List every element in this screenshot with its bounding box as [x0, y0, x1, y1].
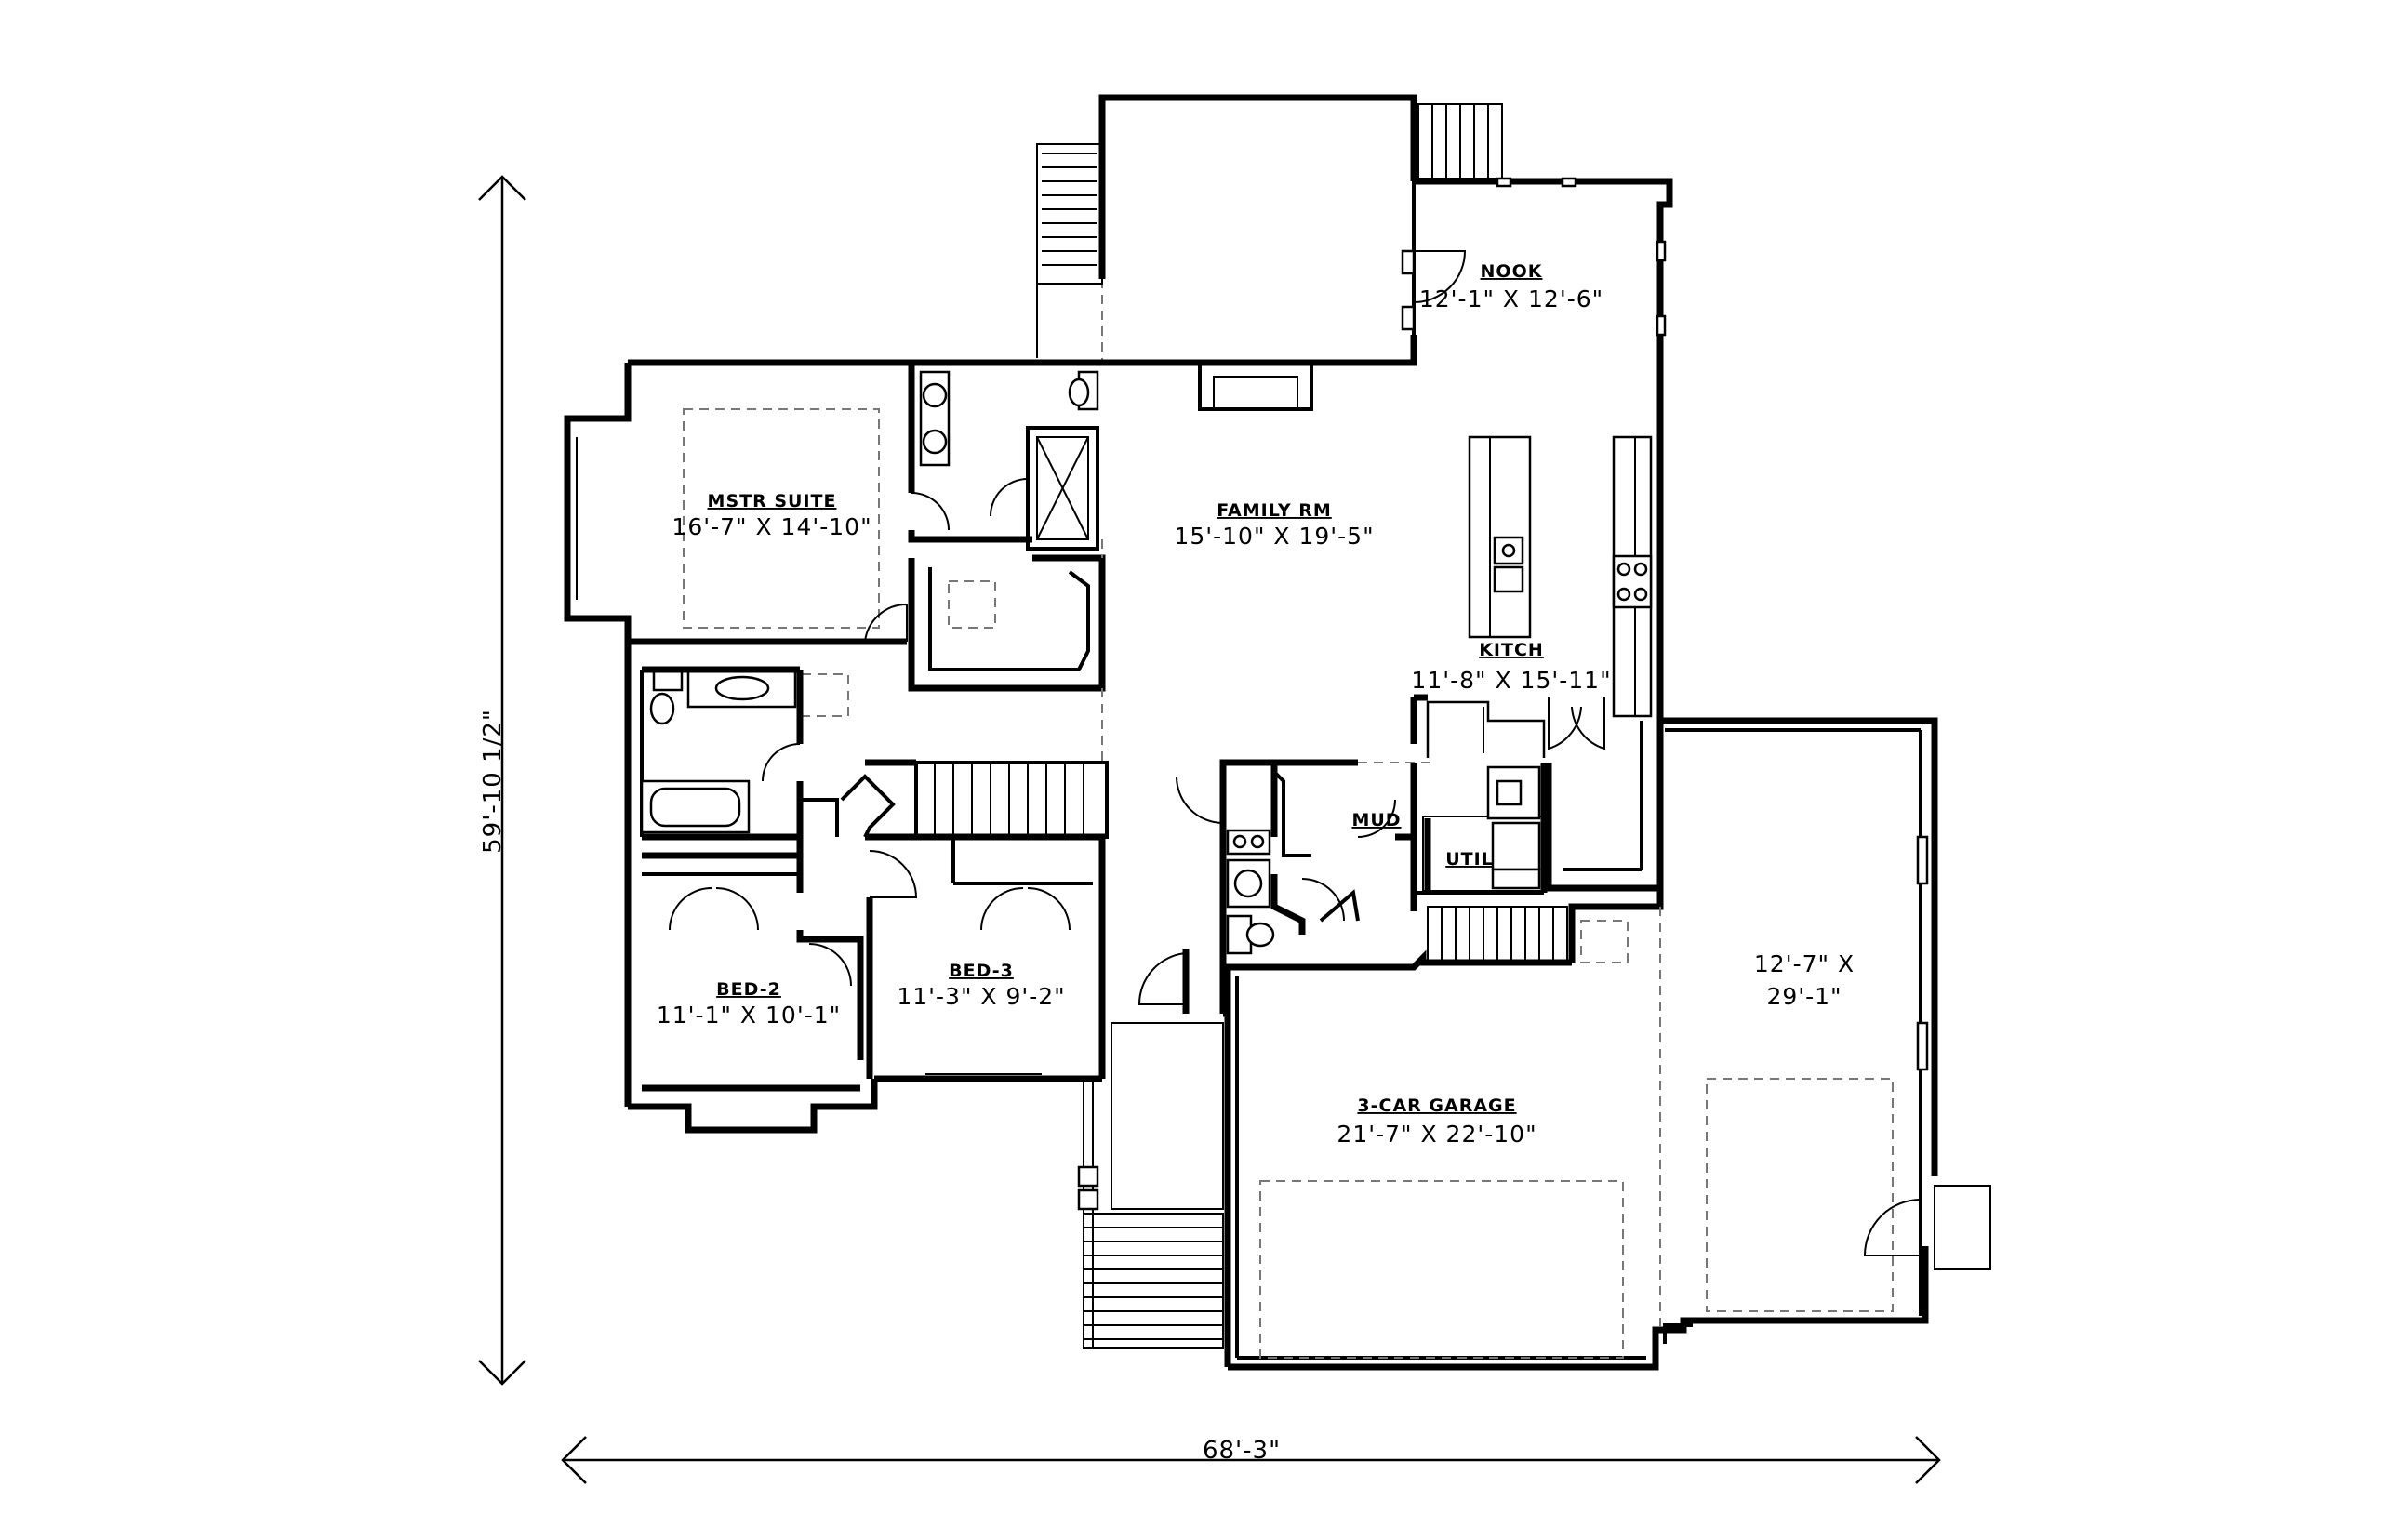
- rear-stairs: [1036, 143, 1103, 285]
- garage: [1223, 717, 1991, 1371]
- overall-depth-label: 59'-10 1/2": [479, 709, 507, 854]
- bed-2: [642, 837, 864, 1092]
- kitch-name: KITCH: [1479, 640, 1544, 660]
- bed-3-name: BED-3: [949, 961, 1014, 981]
- mstr-suite-name: MSTR SUITE: [708, 491, 837, 511]
- mud-name: MUD: [1351, 810, 1401, 830]
- garage-bay-size-line2: 29'-1": [1766, 983, 1842, 1010]
- bed-3-size: 11'-3" X 9'-2": [897, 983, 1065, 1010]
- family-rm-size: 15'-10" X 19'-5": [1174, 523, 1374, 550]
- util-name: UTIL: [1445, 849, 1494, 870]
- entry: [1077, 949, 1224, 1349]
- family-rm-name: FAMILY RM: [1217, 500, 1332, 521]
- bed-2-name: BED-2: [716, 979, 781, 1000]
- kitchen: [1101, 435, 1664, 892]
- mud-util: [1176, 759, 1548, 1014]
- nook-walls: [1401, 177, 1673, 721]
- garage-bay-size-line1: 12'-7" X: [1754, 950, 1855, 977]
- hall-bath: [640, 666, 849, 841]
- garage-name: 3-CAR GARAGE: [1357, 1095, 1516, 1116]
- main-stairs: [840, 688, 1109, 839]
- nook-name: NOOK: [1481, 261, 1543, 282]
- width-dimension-line: 68'-3": [561, 1436, 1941, 1484]
- bed-3: [865, 833, 1106, 1079]
- bed-2-size: 11'-1" X 10'-1": [657, 1002, 841, 1029]
- nook-stairs: [1417, 103, 1503, 179]
- kitch-size: 11'-8" X 15'-11": [1411, 667, 1611, 694]
- garage-size: 21'-7" X 22'-10": [1337, 1121, 1536, 1148]
- rear-patio: [1036, 94, 1503, 366]
- mstr-suite-size: 16'-7" X 14'-10": [672, 513, 871, 540]
- nook-size: 12'-1" X 12'-6": [1419, 285, 1603, 312]
- depth-dimension-line: 59'-10 1/2": [478, 175, 526, 1386]
- overall-width-label: 68'-3": [1203, 1437, 1281, 1465]
- room-labels: NOOK 12'-1" X 12'-6" FAMILY RM 15'-10" X…: [657, 261, 1855, 1148]
